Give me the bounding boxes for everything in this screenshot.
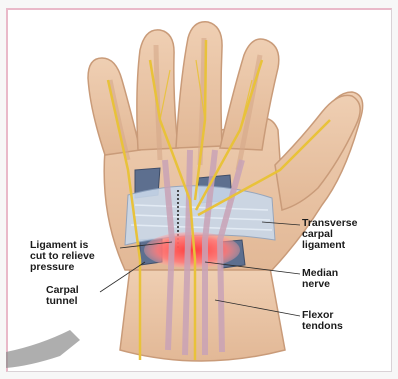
- ligament-cut-label: Ligament is cut to relieve pressure: [30, 240, 120, 273]
- carpal-tunnel-label: Carpal tunnel: [46, 285, 106, 307]
- median-nerve-label: Median nerve: [302, 268, 372, 290]
- decorative-arrow: [6, 330, 80, 368]
- transverse-carpal-ligament-label: Transverse carpal ligament: [302, 218, 382, 251]
- flexor-tendons-label: Flexor tendons: [302, 310, 372, 332]
